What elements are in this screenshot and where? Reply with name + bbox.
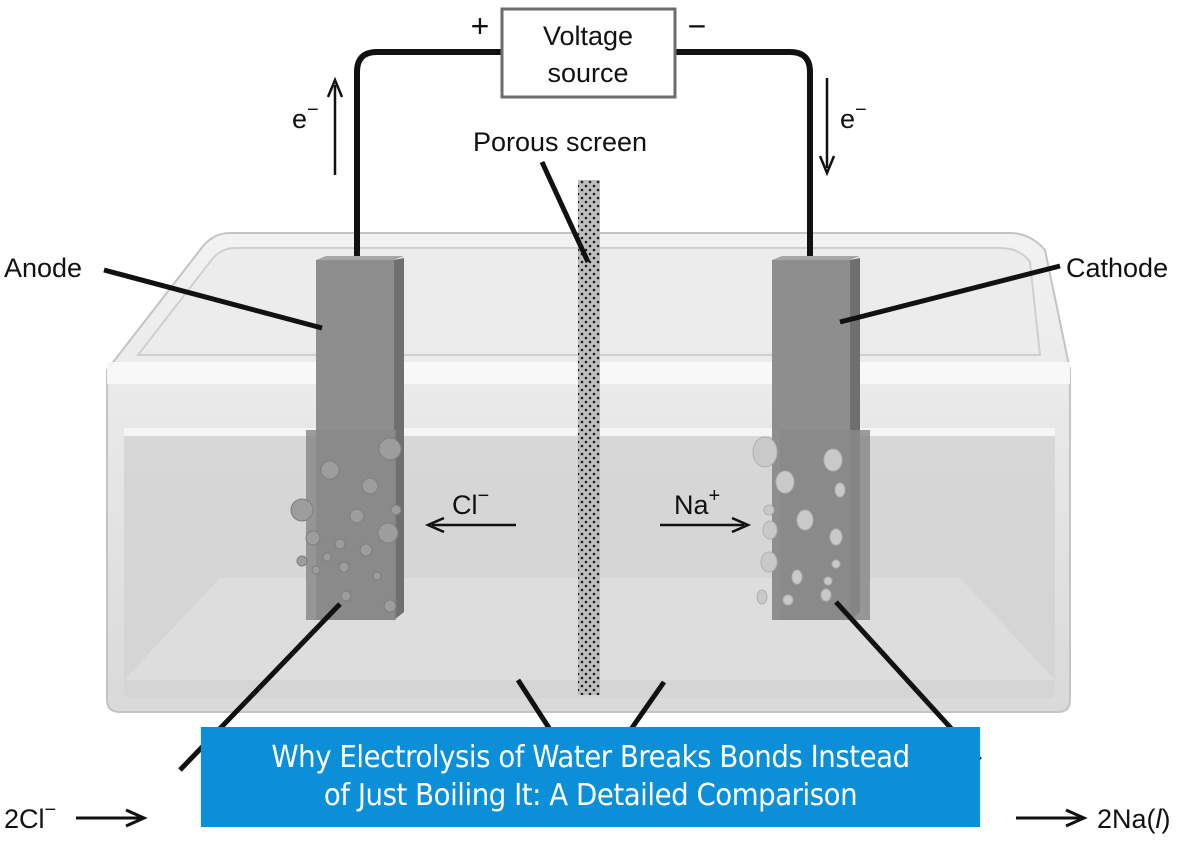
porous-screen-label: Porous screen	[473, 127, 647, 157]
banner-line-2: of Just Boiling It: A Detailed Compariso…	[323, 778, 858, 813]
left-wire	[354, 49, 502, 262]
cathode-electrode	[772, 256, 870, 620]
cathode-leader	[839, 263, 1061, 325]
porous-screen-leader	[539, 160, 591, 264]
right-reaction-arrow	[1016, 808, 1088, 828]
right-reaction-end: 2Na(l)	[1097, 804, 1171, 834]
banner-line-1: Why Electrolysis of Water Breaks Bonds I…	[271, 740, 910, 775]
cathode-label: Cathode	[1066, 253, 1168, 283]
anode-label: Anode	[4, 253, 82, 283]
title-banner: Why Electrolysis of Water Breaks Bonds I…	[200, 727, 981, 827]
left-reaction-arrow	[76, 808, 148, 828]
sodium-arrow	[660, 516, 752, 534]
electron-arrow-down	[818, 78, 836, 177]
electron-arrow-up	[326, 76, 344, 175]
chloride-ion-label: Cl−	[452, 485, 489, 520]
electron-label-right: e−	[840, 99, 867, 134]
voltage-source-line1: Voltage	[543, 21, 633, 51]
minus-sign: −	[688, 8, 707, 44]
chloride-arrow	[424, 516, 516, 534]
electron-label-left: e−	[292, 99, 319, 134]
anode-leader	[103, 267, 323, 331]
sodium-ion-label: Na+	[674, 485, 720, 520]
anode-bubbles	[290, 437, 402, 613]
left-reaction-start: 2Cl−	[4, 799, 56, 834]
voltage-source-box	[500, 7, 677, 99]
voltage-source-line2: source	[547, 58, 628, 88]
plus-sign: +	[471, 8, 490, 44]
right-wire	[675, 49, 813, 262]
cathode-bubbles	[752, 436, 846, 606]
